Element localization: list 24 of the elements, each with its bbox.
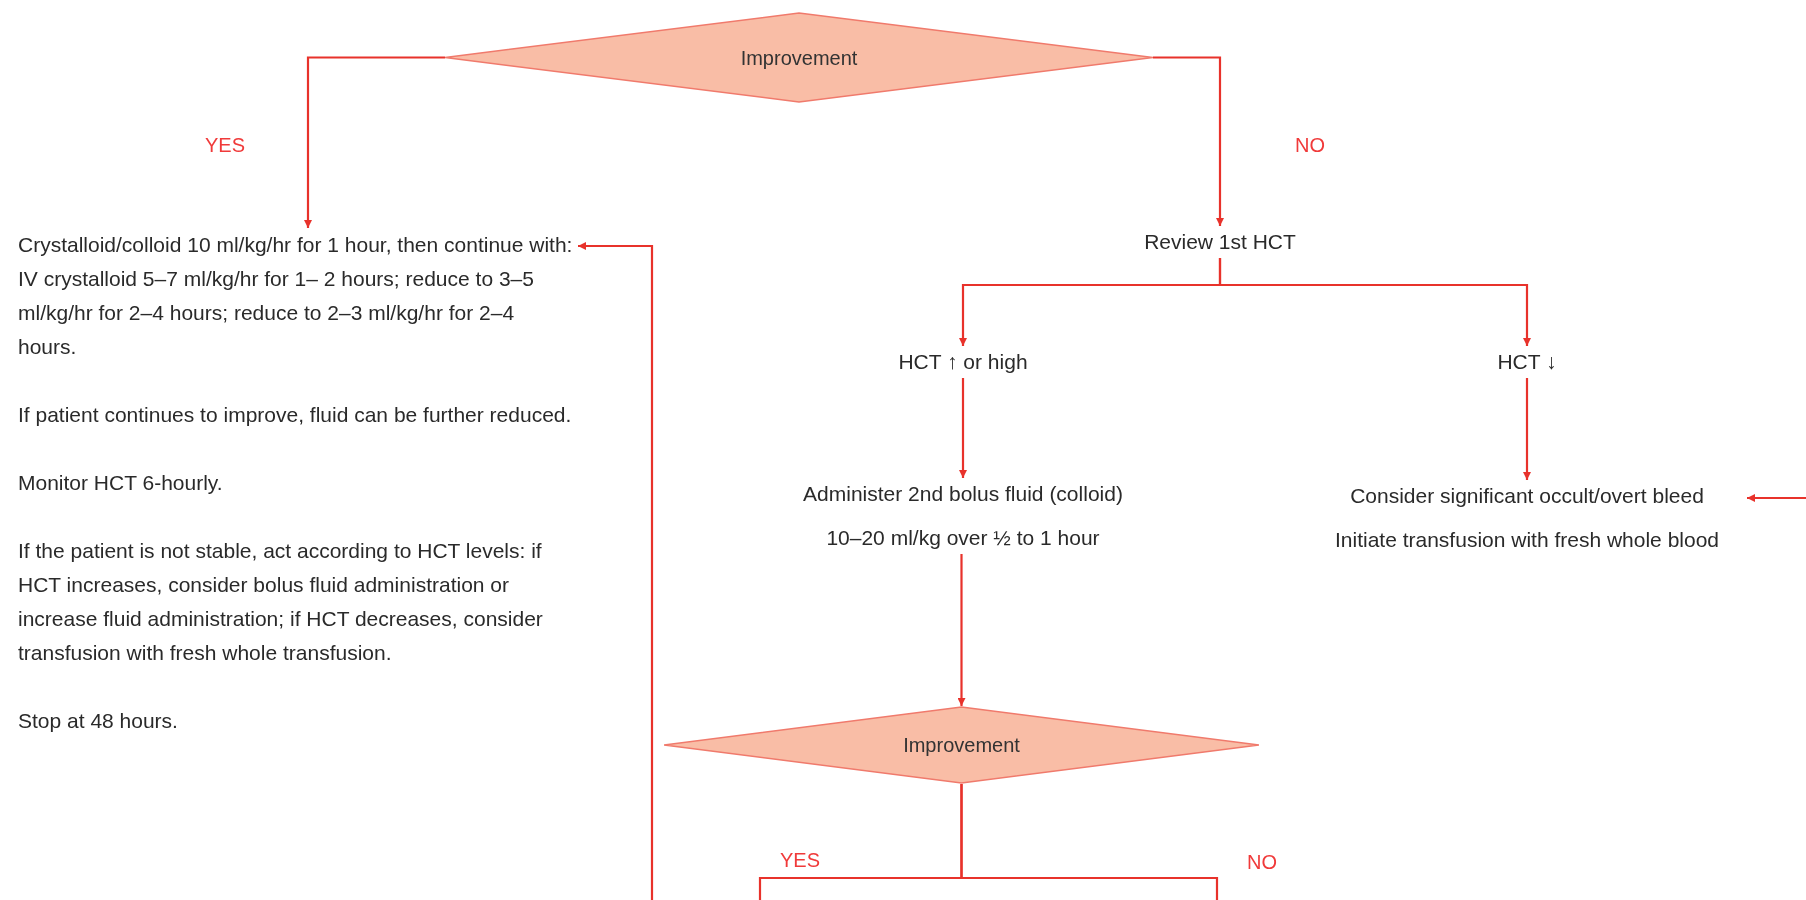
arrow <box>1747 494 1806 502</box>
step-detail: Initiate transfusion with fresh whole blood <box>1334 527 1720 553</box>
instruction-paragraph: Monitor HCT 6-hourly. <box>18 470 224 496</box>
decision-label: Improvement <box>903 733 1020 758</box>
step-detail: 10–20 ml/kg over ½ to 1 hour <box>826 525 1100 551</box>
instruction-paragraph: Crystalloid/colloid 10 ml/kg/hr for 1 hour, then continue with: IV crystalloid 5–7 ml/kg/hr for 1– 2 hours; reduce to 3–5 ml/kg/hr for 2–4 hours; reduce to 2–3 ml/kg/hr for 2–4 hours. <box>18 232 574 360</box>
step-text: Consider significant occult/overt bleed <box>1350 483 1704 509</box>
step-text: Administer 2nd bolus fluid (colloid) <box>803 481 1123 507</box>
arrow <box>304 56 445 228</box>
arrow <box>1218 258 1531 346</box>
decision-diamond <box>445 12 1153 103</box>
arrow <box>957 554 966 706</box>
step-text: HCT ↑ or high <box>898 349 1028 375</box>
instruction-paragraph: If patient continues to improve, fluid can be further reduced. <box>18 402 573 428</box>
instruction-paragraph: Stop at 48 hours. <box>18 708 179 734</box>
step-text: Review 1st HCT <box>1144 229 1296 255</box>
step-text: HCT ↓ <box>1497 349 1557 375</box>
arrow <box>578 242 654 900</box>
arrow <box>1523 378 1531 480</box>
arrow <box>1153 56 1224 226</box>
decision-diamond <box>664 706 1259 784</box>
arrow <box>959 378 967 478</box>
instruction-paragraph: If the patient is not stable, act according to HCT levels: if HCT increases, consider bolus fluid administration or increase fluid administration; if HCT decreases, consider transfusion with fresh whole transfusion. <box>18 538 544 666</box>
decision-label: Improvement <box>740 45 858 71</box>
